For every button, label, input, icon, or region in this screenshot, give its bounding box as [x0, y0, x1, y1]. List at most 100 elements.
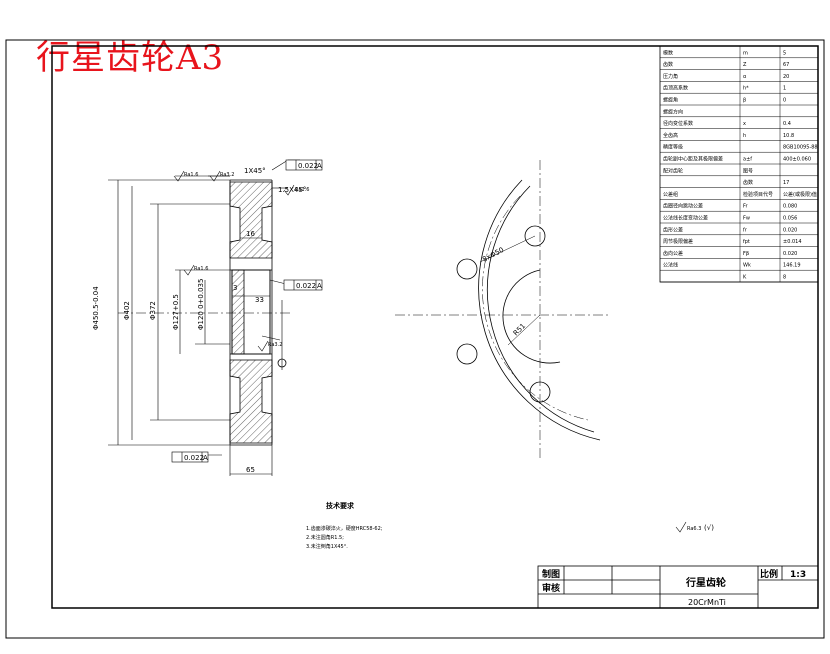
- dim-web-width: 16: [246, 230, 255, 238]
- roughness-5: Ra3.2: [268, 342, 282, 348]
- param-value: 146.19: [783, 263, 801, 269]
- param-value: 0: [783, 98, 786, 104]
- param-name: 齿数: [663, 61, 673, 68]
- part-name: 行星齿轮: [685, 576, 726, 589]
- param-value: 公差(或极限)值: [783, 191, 817, 198]
- scale-value: 1:3: [790, 570, 806, 580]
- dim-step: 3: [233, 284, 237, 292]
- param-symbol: h*: [743, 86, 749, 92]
- chamfer-note-1: 1X45°: [244, 167, 266, 175]
- param-name: 周节极限偏差: [663, 238, 693, 245]
- param-symbol: h: [743, 133, 746, 139]
- param-name: 压力角: [663, 73, 678, 80]
- param-value: 17: [783, 180, 789, 186]
- scale-label: 比例: [760, 568, 778, 580]
- svg-text:0.022: 0.022: [184, 454, 204, 462]
- param-symbol: a±f: [743, 157, 752, 163]
- param-symbol: Wk: [743, 263, 751, 269]
- hub-radius-dim: R51: [512, 322, 527, 337]
- param-name: 螺旋角: [663, 97, 678, 104]
- param-value: 400±0.060: [783, 157, 811, 163]
- param-name: 配对齿轮: [663, 167, 683, 174]
- param-value: 8GB10095-88: [783, 145, 818, 151]
- param-value: 1: [783, 86, 786, 92]
- param-name: 公法线: [663, 262, 678, 269]
- dim-outer-diameter: Φ450.5-0.04: [92, 286, 100, 330]
- chamfer-note-2: 1.5X45°: [278, 186, 306, 194]
- param-value: 0.080: [783, 204, 797, 210]
- stamp-title: 行星齿轮A3: [36, 38, 225, 78]
- param-symbol: Z: [743, 62, 747, 68]
- roughness-1: Ra1.6: [184, 172, 198, 178]
- svg-text:A: A: [203, 454, 208, 462]
- param-value: 0.4: [783, 121, 791, 127]
- svg-text:A: A: [317, 162, 322, 170]
- dim-hub-width: 33: [255, 296, 264, 304]
- param-value: 8: [783, 275, 786, 281]
- param-symbol: m: [743, 50, 748, 56]
- param-symbol: Fβ: [743, 251, 749, 257]
- check-label: 审核: [542, 582, 560, 594]
- dim-tooth-diameter: Φ402: [123, 301, 131, 320]
- param-symbol: K: [743, 275, 747, 281]
- dim-hub-diameter: Φ127+0.5: [172, 294, 180, 330]
- param-name: 齿向公差: [663, 250, 683, 257]
- front-view: [395, 160, 610, 460]
- param-symbol: β: [743, 98, 746, 104]
- roughness-3: Ra1.6: [295, 187, 309, 193]
- param-symbol: x: [743, 121, 746, 127]
- tolerance-frame-3: 0.022 A: [171, 451, 209, 463]
- param-name: 公法线长度变动公差: [663, 215, 708, 222]
- roughness-marks: [173, 170, 687, 533]
- param-symbol: Fw: [743, 216, 750, 222]
- param-symbol: 检验项目代号: [743, 191, 773, 198]
- param-value: 0.020: [783, 251, 797, 257]
- param-name: 齿圈径向跳动公差: [663, 203, 703, 210]
- param-name: 全齿高: [663, 132, 678, 139]
- param-symbol: fr: [743, 227, 748, 233]
- title-block: [537, 565, 819, 609]
- material: 20CrMnTi: [688, 598, 726, 607]
- svg-text:0.022: 0.022: [298, 162, 318, 170]
- dim-root-diameter: Φ372: [149, 301, 157, 320]
- param-symbol: 齿数: [743, 179, 753, 186]
- note-line-3: 3.未注倒角1X45°.: [306, 543, 348, 550]
- notes-title: 技术要求: [326, 501, 355, 510]
- svg-text:0.022: 0.022: [296, 282, 316, 290]
- param-name: 模数: [663, 49, 673, 56]
- roughness-4: Ra1.6: [194, 266, 208, 272]
- param-value: 0.056: [783, 216, 797, 222]
- section-view: [118, 179, 290, 446]
- param-name: 螺旋方向: [663, 108, 683, 115]
- param-name: 公差组: [663, 191, 678, 198]
- param-symbol: α: [743, 74, 747, 80]
- param-value: 20: [783, 74, 789, 80]
- param-symbol: fpt: [743, 239, 750, 245]
- param-symbol: Fr: [743, 204, 749, 210]
- svg-text:A: A: [317, 282, 322, 290]
- roughness-general-mark: (√): [704, 524, 714, 532]
- dim-bore-diameter: Φ120 0+0.035: [197, 279, 205, 330]
- param-value: ±0.014: [783, 239, 802, 245]
- drawn-label: 制图: [542, 568, 560, 580]
- param-value: 0.020: [783, 227, 797, 233]
- outer-border: [5, 39, 825, 639]
- param-symbol: 图号: [743, 168, 753, 174]
- param-name: 精度等级: [663, 144, 683, 151]
- param-name: 齿形公差: [663, 226, 683, 233]
- param-value: 10.8: [783, 133, 794, 139]
- param-name: 齿顶高系数: [663, 85, 688, 92]
- note-line-1: 1.齿面渗碳淬火，硬度HRC58-62;: [306, 525, 383, 532]
- param-value: 5: [783, 50, 786, 56]
- tolerance-frame-1: 0.022 A: [285, 159, 323, 171]
- dimension-lines: [108, 159, 300, 476]
- roughness-general: Ra6.3: [687, 526, 701, 532]
- tolerance-frame-2: 0.022 A: [283, 279, 323, 291]
- param-name: 齿轮副中心距及其极限偏差: [663, 156, 723, 163]
- dim-face-width: 65: [246, 466, 255, 474]
- param-value: 67: [783, 62, 789, 68]
- note-line-2: 2.未注圆角R1.5;: [306, 534, 344, 541]
- param-name: 径向变位系数: [663, 120, 693, 127]
